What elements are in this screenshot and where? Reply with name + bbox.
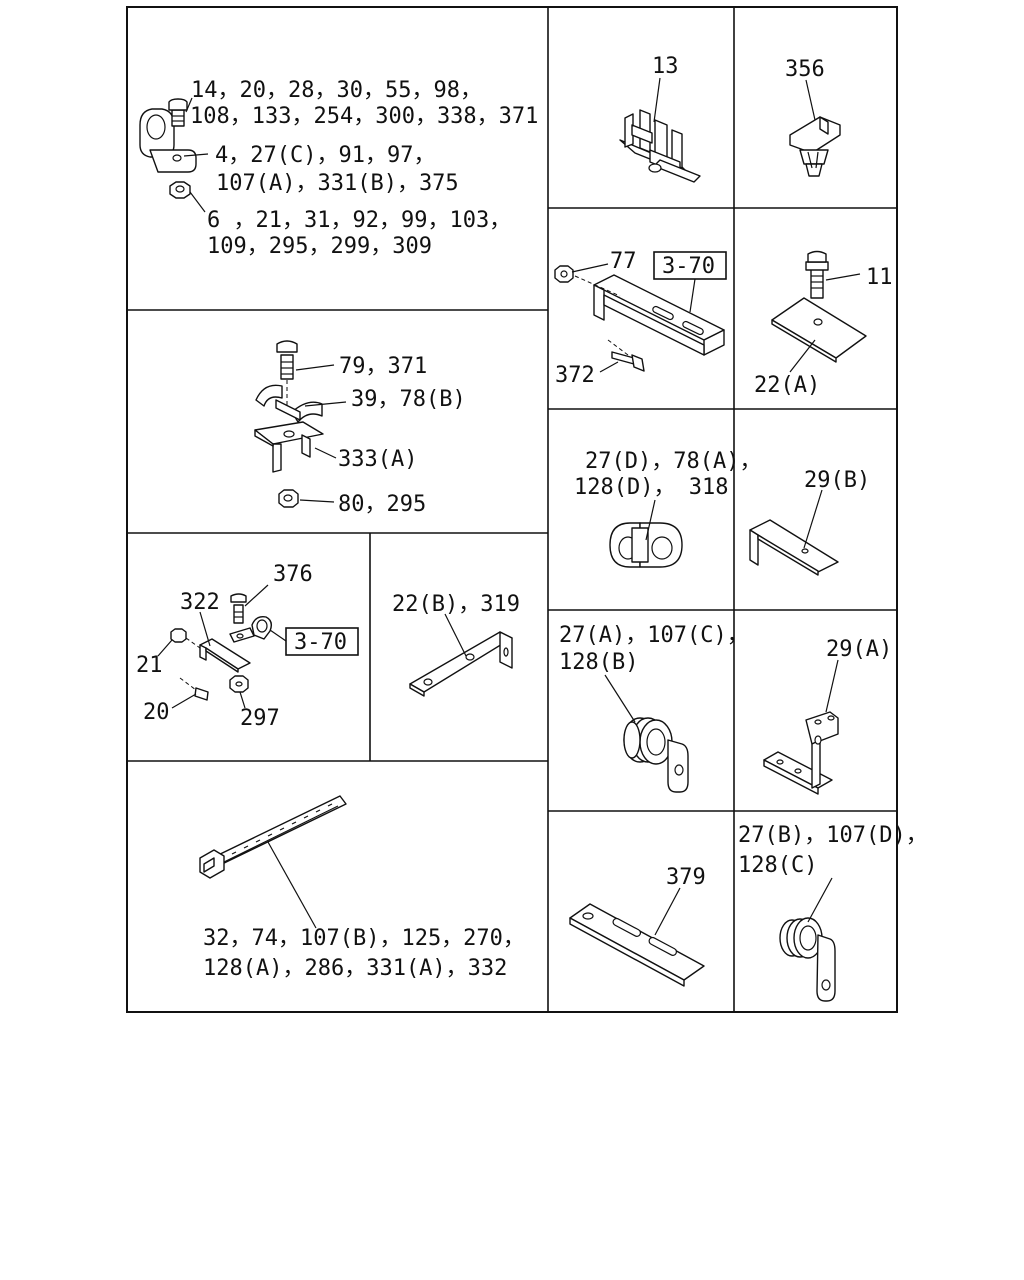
label-11: 11 [866,265,893,290]
label-372: 372 [555,363,595,388]
leader-27a [604,674,636,723]
label-333: 333(A) [338,447,417,472]
bracket-29b-drawing [749,519,839,576]
clip-27a-label-line1: 27(A)，107(C)， [559,623,749,648]
leader-13 [653,77,661,123]
bracket-22b-drawing [409,631,513,697]
label-13: 13 [652,54,679,79]
clip-27a-drawing [623,717,689,793]
bracket-29a-drawing [763,711,839,795]
leader-washer [183,153,209,157]
cable-tie-drawing [199,795,347,879]
clip-27b-label-line1: 27(B)，107(D)， [738,823,928,848]
label-22b: 22(B)，319 [392,592,520,617]
leader-21 [157,639,173,657]
label-29b: 29(B) [804,468,870,493]
label-79: 79，371 [339,354,427,379]
leader-333 [314,447,337,459]
leader-cable-tie [267,841,317,929]
nut-label-line1: 6 ，21，31，92，99，103， [207,208,511,233]
leader-372 [599,361,619,373]
label-21: 21 [136,653,163,678]
double-clip-drawing [609,522,683,568]
cable-tie-label-line2: 128(A)，286，331(A)，332 [203,956,507,981]
leader-29a [825,659,839,713]
connector-drawing [619,109,701,183]
cable-tie-label-line1: 32，74，107(B)，125，270， [203,926,525,951]
bolt-label-line2: 108，133，254，300，338，371 [190,104,538,129]
leader-379 [654,887,681,936]
panel-plate-22a: 11 22(A) [754,250,893,398]
washer-label-line1: 4，27(C)，91，97， [215,143,435,168]
washer-label-line2: 107(A)，331(B)，375 [216,171,459,196]
panel-bracket-22b: 22(B)，319 [392,592,520,697]
label-80: 80，295 [338,492,426,517]
clamp-assembly-drawing [254,340,324,508]
label-322: 322 [180,590,220,615]
leader-bolt [185,97,193,113]
panel-clip-356: 356 [785,57,841,177]
label-20: 20 [143,700,170,725]
panel-plate-379: 379 [569,865,706,987]
ref-3-70-a: 3-70 [662,254,715,279]
label-356: 356 [785,57,825,82]
ref-box-3-70-a [653,251,727,280]
panel-cable-tie: 32，74，107(B)，125，270， 128(A)，286，331(A)，… [199,795,525,981]
clip-27a-label-line2: 128(B) [559,650,638,675]
panel-double-clip: 27(D)，78(A)， 128(D)， 318 [574,449,761,568]
double-clip-label-line1: 27(D)，78(A)， [585,449,761,474]
leader-80 [299,499,335,503]
leader-27b [807,877,833,923]
clip-27b-label-line2: 128(C) [738,853,817,878]
leader-ref-a [689,278,696,313]
panel-bracket-77: 3-70 77 372 [554,249,727,388]
leader-ref-b [269,629,287,642]
panel-bracket-29a: 29(A) [763,637,892,795]
leader-20 [171,693,197,709]
leader-nut [189,191,206,213]
nut-label-line2: 109，295，299，309 [207,234,432,259]
leader-79 [295,364,335,371]
bracket-77-drawing [554,265,725,372]
leader-double-clip [645,499,656,541]
leader-22b [444,613,467,657]
double-clip-label-line2: 128(D)， 318 [574,475,728,500]
bolt-label-line1: 14，20，28，30，55，98， [191,78,482,103]
leader-77 [571,263,609,273]
label-22a: 22(A) [754,373,820,398]
leader-22a [789,339,816,373]
ref-3-70-b: 3-70 [294,630,347,655]
label-29a: 29(A) [826,637,892,662]
label-297: 297 [240,706,280,731]
ref-box-3-70-b [285,627,359,656]
bracket-322-drawing [170,593,273,701]
panel-clip-bolt-nut: 14，20，28，30，55，98， 108，133，254，300，338，3… [139,78,538,259]
panel-bracket-322: 3-70 376 322 21 20 297 [136,562,359,731]
plate-22a-drawing [771,250,867,363]
leader-322 [199,611,211,647]
label-379: 379 [666,865,706,890]
leader-29b [803,489,823,549]
panel-grid-lines [127,7,897,1012]
plate-379-drawing [569,903,705,987]
leader-11 [825,273,861,281]
leader-376 [244,584,269,607]
panel-connector-13: 13 [619,54,701,183]
label-77: 77 [610,249,637,274]
label-376: 376 [273,562,313,587]
leader-297 [239,691,246,709]
p-clip-drawing [139,98,197,199]
panel-clip-27b: 27(B)，107(D)， 128(C) [738,823,928,1002]
leader-39 [304,401,347,407]
diagram-frame [126,6,898,1013]
clip-27b-drawing [779,917,836,1002]
panel-clamp-assembly: 79，371 39，78(B) 333(A) 80，295 [254,340,466,517]
panel-clip-27a: 27(A)，107(C)， 128(B) [559,623,749,793]
clip-356-drawing [789,116,841,177]
label-39: 39，78(B) [351,387,466,412]
leader-356 [805,79,816,121]
panel-bracket-29b: 29(B) [749,468,870,576]
